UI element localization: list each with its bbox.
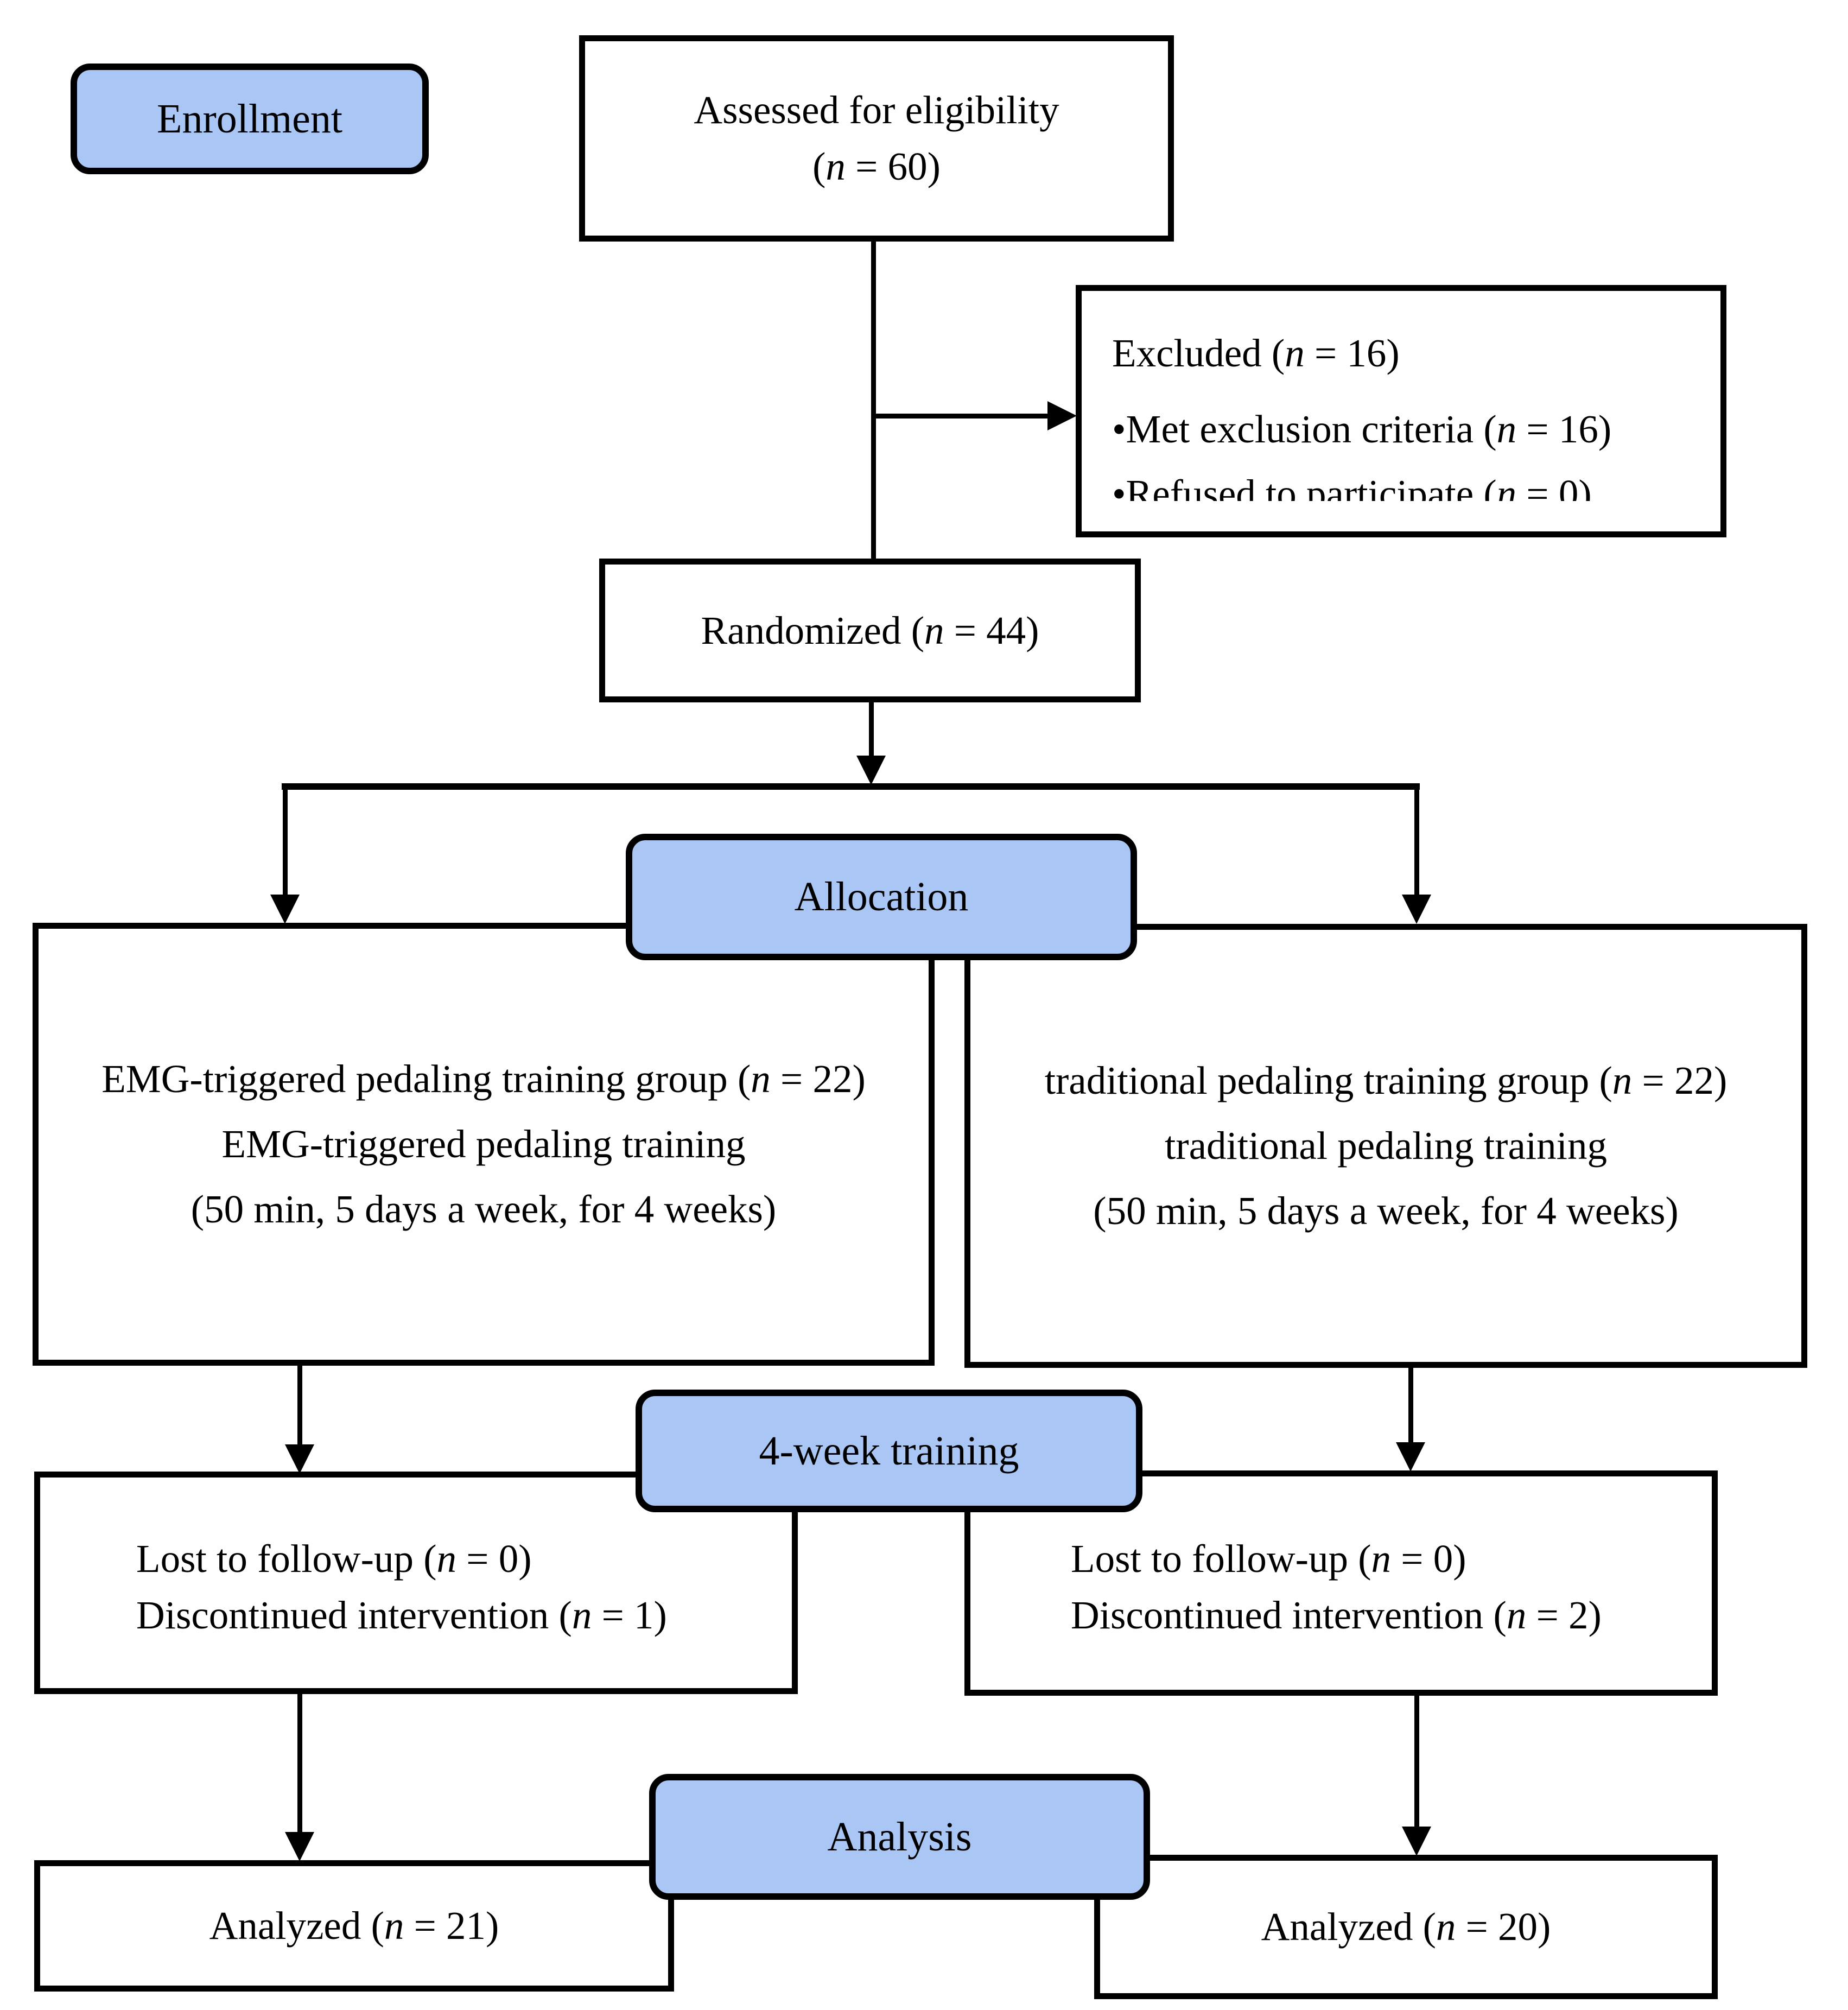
right-followup-line-1: Lost to follow-up (n = 0) [1071,1537,1466,1581]
assessed-line-2: (n = 60) [812,144,941,188]
right-followup-box: Lost to follow-up (n = 0) Discontinued i… [964,1470,1718,1696]
emg-group-line-3: (50 min, 5 days a week, for 4 weeks) [190,1187,777,1231]
connector-split-to-right-group [1414,783,1419,895]
emg-group-line-2: EMG-triggered pedaling training [221,1122,746,1166]
arrowhead-excluded-icon [1047,401,1077,430]
left-analyzed-box: Analyzed (n = 21) [34,1860,674,1992]
excluded-box: Excluded (n = 16) •Met exclusion criteri… [1076,285,1726,537]
excluded-bullet-2: •Refused to participate (n = 0) [1112,472,1592,501]
emg-group-line-1: EMG-triggered pedaling training group (n… [101,1057,866,1101]
arrowhead-left-followup-icon [285,1444,314,1474]
connector-split-horizontal [282,783,1420,790]
connector-left-followup-to-analyzed [297,1694,302,1833]
assessed-line-1: Assessed for eligibility [694,88,1059,132]
traditional-group-line-2: traditional pedaling training [1165,1124,1607,1168]
right-analyzed-line-1: Analyzed (n = 20) [1261,1905,1551,1949]
excluded-line-1: Excluded (n = 16) [1112,331,1400,375]
connector-randomized-to-split [869,702,874,758]
arrowhead-right-followup-icon [1396,1442,1425,1472]
connector-right-followup-to-analyzed [1414,1696,1419,1828]
assessed-for-eligibility-box: Assessed for eligibility (n = 60) [579,35,1174,242]
allocation-stage-label: Allocation [626,834,1137,960]
arrowhead-right-group-icon [1402,895,1431,924]
randomized-line-1: Randomized (n = 44) [701,608,1039,652]
right-analyzed-box: Analyzed (n = 20) [1094,1855,1718,1999]
connector-right-group-to-followup [1408,1368,1413,1444]
traditional-group-box: traditional pedaling training group (n =… [964,924,1807,1368]
arrowhead-left-group-icon [270,895,300,924]
training-stage-label: 4-week training [636,1390,1142,1512]
emg-group-box: EMG-triggered pedaling training group (n… [33,923,935,1366]
left-followup-line-2: Discontinued intervention (n = 1) [136,1593,667,1637]
excluded-bullet-1: •Met exclusion criteria (n = 16) [1112,407,1612,451]
connector-left-group-to-followup [297,1366,302,1446]
connector-assessed-to-randomized [871,239,876,561]
connector-split-to-left-group [283,783,288,895]
left-analyzed-line-1: Analyzed (n = 21) [209,1904,499,1948]
right-followup-line-2: Discontinued intervention (n = 2) [1071,1593,1602,1637]
arrowhead-right-analyzed-icon [1402,1827,1431,1856]
enrollment-stage-label: Enrollment [71,64,429,174]
arrowhead-left-analyzed-icon [285,1832,314,1861]
left-followup-line-1: Lost to follow-up (n = 0) [136,1536,532,1581]
connector-to-excluded [871,414,1051,419]
arrowhead-split-icon [856,756,886,785]
traditional-group-line-1: traditional pedaling training group (n =… [1044,1058,1728,1102]
traditional-group-line-3: (50 min, 5 days a week, for 4 weeks) [1093,1189,1679,1233]
randomized-box: Randomized (n = 44) [599,559,1141,702]
analysis-stage-label: Analysis [649,1774,1150,1900]
